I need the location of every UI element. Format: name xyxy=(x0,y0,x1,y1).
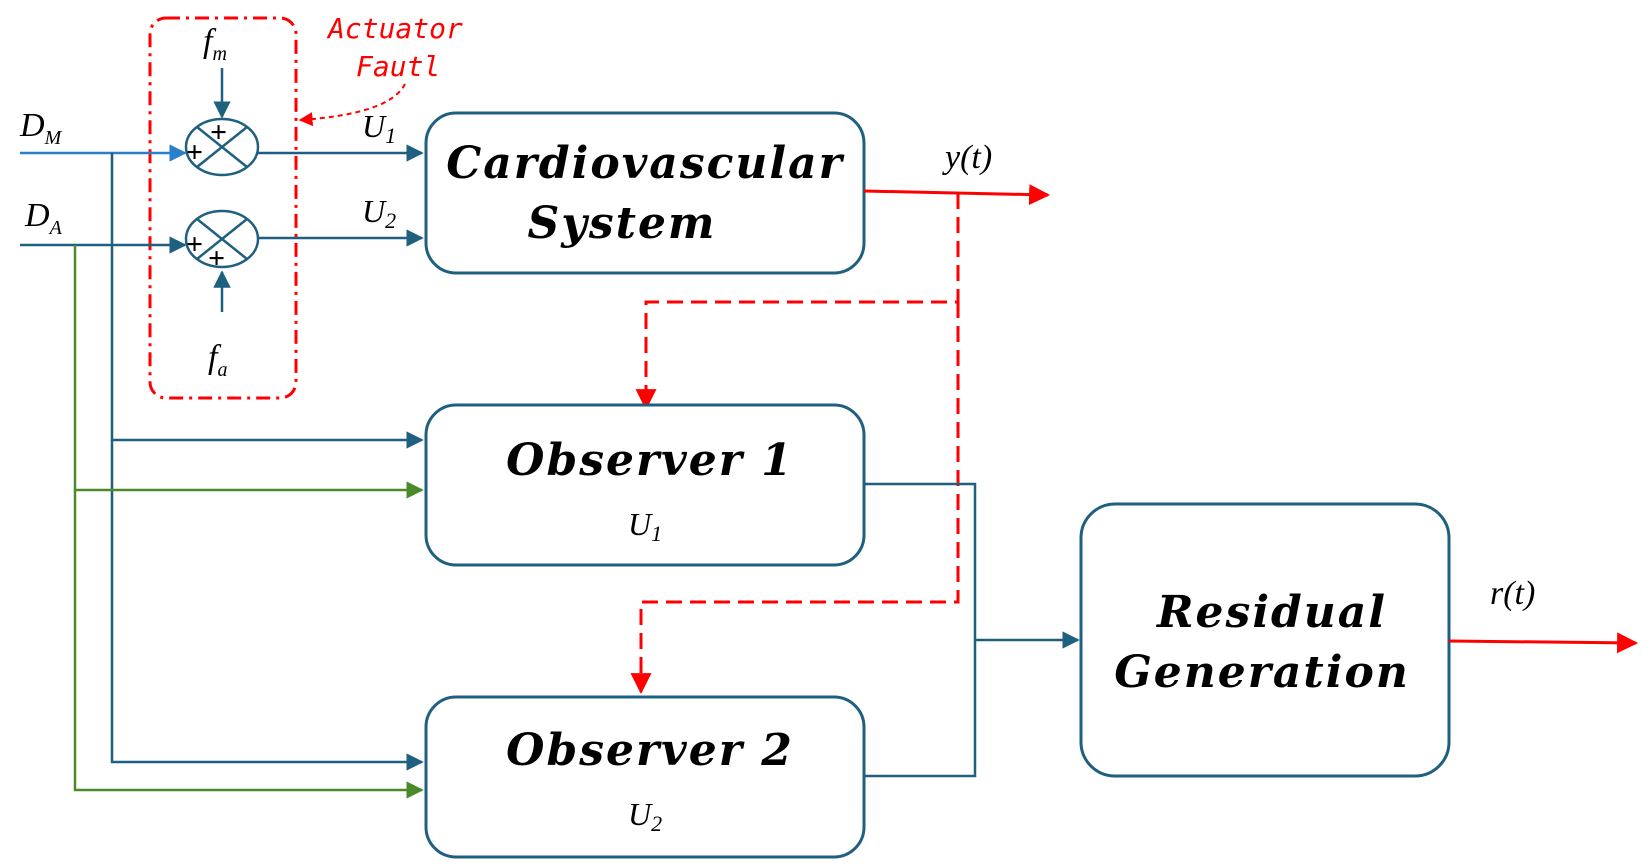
observer-1-title: Observer 1 xyxy=(506,435,794,486)
y-output-line xyxy=(863,184,1051,206)
fm-label: fm xyxy=(203,23,227,65)
r-output-line xyxy=(1448,632,1639,654)
observer-1-block: Observer 1 U1 xyxy=(424,403,866,567)
da-branch-obs2 xyxy=(73,490,424,799)
da-label: DA xyxy=(24,197,63,239)
observer-1-input: U1 xyxy=(628,506,662,546)
residual-title-line2: Generation xyxy=(1114,647,1410,698)
sum2-plus-bottom: + xyxy=(208,242,225,275)
cardio-title-line2: System xyxy=(528,198,717,249)
residual-title-line1: Residual xyxy=(1155,587,1387,638)
u2-label: U2 xyxy=(362,193,396,233)
observer-2-block: Observer 2 U2 xyxy=(424,695,866,859)
fault-label-line1: Actuator xyxy=(326,12,463,45)
summing-junction-1: + + xyxy=(184,116,260,177)
sum1-plus-left: + xyxy=(186,136,203,169)
y-feedback-obs1 xyxy=(635,193,960,411)
da-branch-obs1 xyxy=(73,245,424,499)
u1-label: U1 xyxy=(362,108,396,148)
cardio-title-line1: Cardiovascular xyxy=(446,138,844,189)
fa-label: fa xyxy=(208,339,227,381)
summing-junction-2: + + xyxy=(184,209,260,275)
obs1-output-line xyxy=(864,482,977,640)
cardiovascular-system-block: Cardiovascular System xyxy=(424,111,866,275)
dm-label: DM xyxy=(19,107,63,149)
y-feedback-obs2 xyxy=(630,302,960,695)
actuator-fault-region xyxy=(148,16,298,400)
dm-branch-obs2 xyxy=(110,440,424,771)
sum2-plus-left: + xyxy=(186,228,203,261)
sum1-plus-top: + xyxy=(210,116,227,149)
fault-label-line2: Fautl xyxy=(356,50,440,83)
r-label: r(t) xyxy=(1490,575,1535,612)
observer-2-input: U2 xyxy=(628,796,662,836)
fault-pointer-arrow xyxy=(298,83,406,127)
observer-2-title: Observer 2 xyxy=(506,725,794,776)
y-label: y(t) xyxy=(942,139,992,176)
obs2-output-line xyxy=(864,640,977,778)
residual-generation-block: Residual Generation xyxy=(1079,502,1451,778)
